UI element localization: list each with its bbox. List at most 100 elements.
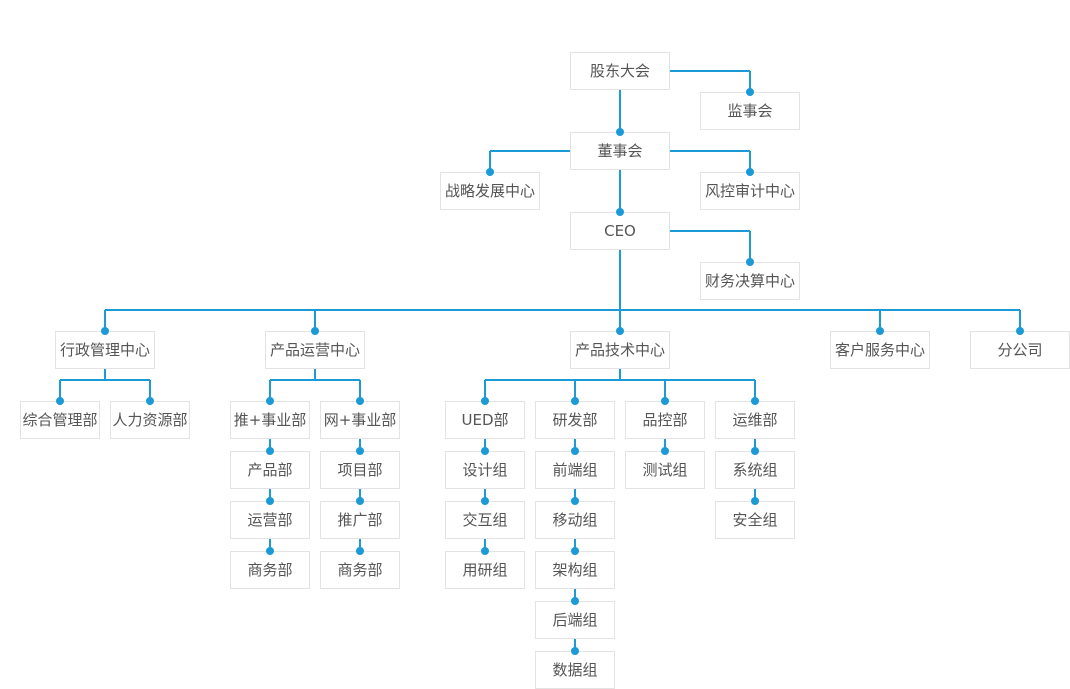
org-node-tech_rd_data[interactable]: 数据组 xyxy=(535,651,615,689)
connector-dot-tech_ops_sec xyxy=(751,497,759,505)
org-node-ceo[interactable]: CEO xyxy=(570,212,670,250)
org-node-label: 研发部 xyxy=(552,410,598,429)
org-node-label: 商务部 xyxy=(247,560,293,579)
org-node-branch[interactable]: 分公司 xyxy=(970,331,1070,369)
connector-dot-tech_ued_des xyxy=(481,447,489,455)
org-node-label: 推+事业部 xyxy=(233,410,307,429)
org-node-label: 系统组 xyxy=(732,460,778,479)
org-node-ops_tui_ops[interactable]: 运营部 xyxy=(230,501,310,539)
org-node-label: 产品技术中心 xyxy=(574,340,665,359)
org-node-label: 战略发展中心 xyxy=(444,181,535,200)
org-node-label: 安全组 xyxy=(732,510,778,529)
connector-dot-tech_ops_sys xyxy=(751,447,759,455)
org-node-tech_rd_mob[interactable]: 移动组 xyxy=(535,501,615,539)
connector-dot-tech_ued_res xyxy=(481,547,489,555)
connector-dot-prodops xyxy=(311,327,319,335)
org-node-label: 项目部 xyxy=(337,460,383,479)
connector-dot-ops_wang_promo xyxy=(356,497,364,505)
org-node-strategy[interactable]: 战略发展中心 xyxy=(440,172,540,210)
org-node-ops_tui_biz[interactable]: 商务部 xyxy=(230,551,310,589)
connector-dot-tech_ued xyxy=(481,397,489,405)
org-node-label: 监事会 xyxy=(727,101,773,120)
org-node-riskaudit[interactable]: 风控审计中心 xyxy=(700,172,800,210)
org-node-label: 设计组 xyxy=(462,460,508,479)
org-node-label: 运维部 xyxy=(732,410,778,429)
org-node-label: 人力资源部 xyxy=(112,410,188,429)
org-node-tech_ops_sec[interactable]: 安全组 xyxy=(715,501,795,539)
connector-dot-admin_hr xyxy=(146,397,154,405)
connector-dot-tech_ued_int xyxy=(481,497,489,505)
org-node-board[interactable]: 董事会 xyxy=(570,132,670,170)
org-node-tech_ued_int[interactable]: 交互组 xyxy=(445,501,525,539)
org-node-label: 前端组 xyxy=(552,460,598,479)
org-node-label: CEO xyxy=(604,221,636,240)
connector-dot-ops_tui_biz xyxy=(266,547,274,555)
connector-dot-tech_qa xyxy=(661,397,669,405)
connector-dot-admin xyxy=(101,327,109,335)
org-node-shareholders[interactable]: 股东大会 xyxy=(570,52,670,90)
org-node-label: 品控部 xyxy=(642,410,688,429)
org-node-tech_rd_fe[interactable]: 前端组 xyxy=(535,451,615,489)
connector-dot-ops_wang xyxy=(356,397,364,405)
connector-dot-board xyxy=(616,128,624,136)
org-node-tech_rd_arch[interactable]: 架构组 xyxy=(535,551,615,589)
org-node-label: 产品运营中心 xyxy=(269,340,360,359)
org-node-ops_wang[interactable]: 网+事业部 xyxy=(320,401,400,439)
org-node-label: 移动组 xyxy=(552,510,598,529)
org-node-tech_ops_sys[interactable]: 系统组 xyxy=(715,451,795,489)
org-node-customer[interactable]: 客户服务中心 xyxy=(830,331,930,369)
org-node-supervisors[interactable]: 监事会 xyxy=(700,92,800,130)
connector-dot-ceo xyxy=(616,208,624,216)
org-node-tech_ued_des[interactable]: 设计组 xyxy=(445,451,525,489)
connector-dot-tech_qa_test xyxy=(661,447,669,455)
org-node-label: 产品部 xyxy=(247,460,293,479)
connector-dot-ops_wang_proj xyxy=(356,447,364,455)
org-node-label: 数据组 xyxy=(552,660,598,679)
org-node-label: 董事会 xyxy=(597,141,643,160)
org-node-prodtech[interactable]: 产品技术中心 xyxy=(570,331,670,369)
org-node-label: 推广部 xyxy=(337,510,383,529)
connector-dot-ops_tui xyxy=(266,397,274,405)
org-node-ops_tui_prod[interactable]: 产品部 xyxy=(230,451,310,489)
org-node-ops_wang_proj[interactable]: 项目部 xyxy=(320,451,400,489)
org-node-label: UED部 xyxy=(461,410,509,429)
org-node-admin[interactable]: 行政管理中心 xyxy=(55,331,155,369)
org-node-label: 综合管理部 xyxy=(22,410,98,429)
connector-dot-tech_ops xyxy=(751,397,759,405)
connector-dot-customer xyxy=(876,327,884,335)
org-node-label: 后端组 xyxy=(552,610,598,629)
org-node-label: 交互组 xyxy=(462,510,508,529)
org-node-tech_ued_res[interactable]: 用研组 xyxy=(445,551,525,589)
connector-dot-strategy xyxy=(486,168,494,176)
org-node-label: 行政管理中心 xyxy=(59,340,150,359)
org-node-label: 测试组 xyxy=(642,460,688,479)
org-node-label: 股东大会 xyxy=(589,61,650,80)
connector-dot-tech_rd_be xyxy=(571,597,579,605)
connector-dot-tech_rd_fe xyxy=(571,447,579,455)
org-node-label: 架构组 xyxy=(552,560,598,579)
org-node-finance[interactable]: 财务决算中心 xyxy=(700,262,800,300)
org-node-ops_tui[interactable]: 推+事业部 xyxy=(230,401,310,439)
org-node-tech_ops[interactable]: 运维部 xyxy=(715,401,795,439)
org-node-ops_wang_biz[interactable]: 商务部 xyxy=(320,551,400,589)
org-node-tech_qa_test[interactable]: 测试组 xyxy=(625,451,705,489)
org-node-tech_rd_be[interactable]: 后端组 xyxy=(535,601,615,639)
connector-dot-ops_tui_prod xyxy=(266,447,274,455)
org-node-label: 网+事业部 xyxy=(323,410,397,429)
org-node-tech_rd[interactable]: 研发部 xyxy=(535,401,615,439)
org-node-admin_hr[interactable]: 人力资源部 xyxy=(110,401,190,439)
connector-dot-ops_wang_biz xyxy=(356,547,364,555)
connector-dot-ops_tui_ops xyxy=(266,497,274,505)
org-node-label: 商务部 xyxy=(337,560,383,579)
org-node-tech_ued[interactable]: UED部 xyxy=(445,401,525,439)
org-node-ops_wang_promo[interactable]: 推广部 xyxy=(320,501,400,539)
connector-dot-tech_rd_mob xyxy=(571,497,579,505)
org-node-label: 运营部 xyxy=(247,510,293,529)
connector-dot-riskaudit xyxy=(746,168,754,176)
org-node-tech_qa[interactable]: 品控部 xyxy=(625,401,705,439)
org-node-label: 客户服务中心 xyxy=(834,340,925,359)
org-node-admin_general[interactable]: 综合管理部 xyxy=(20,401,100,439)
org-node-prodops[interactable]: 产品运营中心 xyxy=(265,331,365,369)
org-node-label: 财务决算中心 xyxy=(704,271,795,290)
org-node-label: 用研组 xyxy=(462,560,508,579)
